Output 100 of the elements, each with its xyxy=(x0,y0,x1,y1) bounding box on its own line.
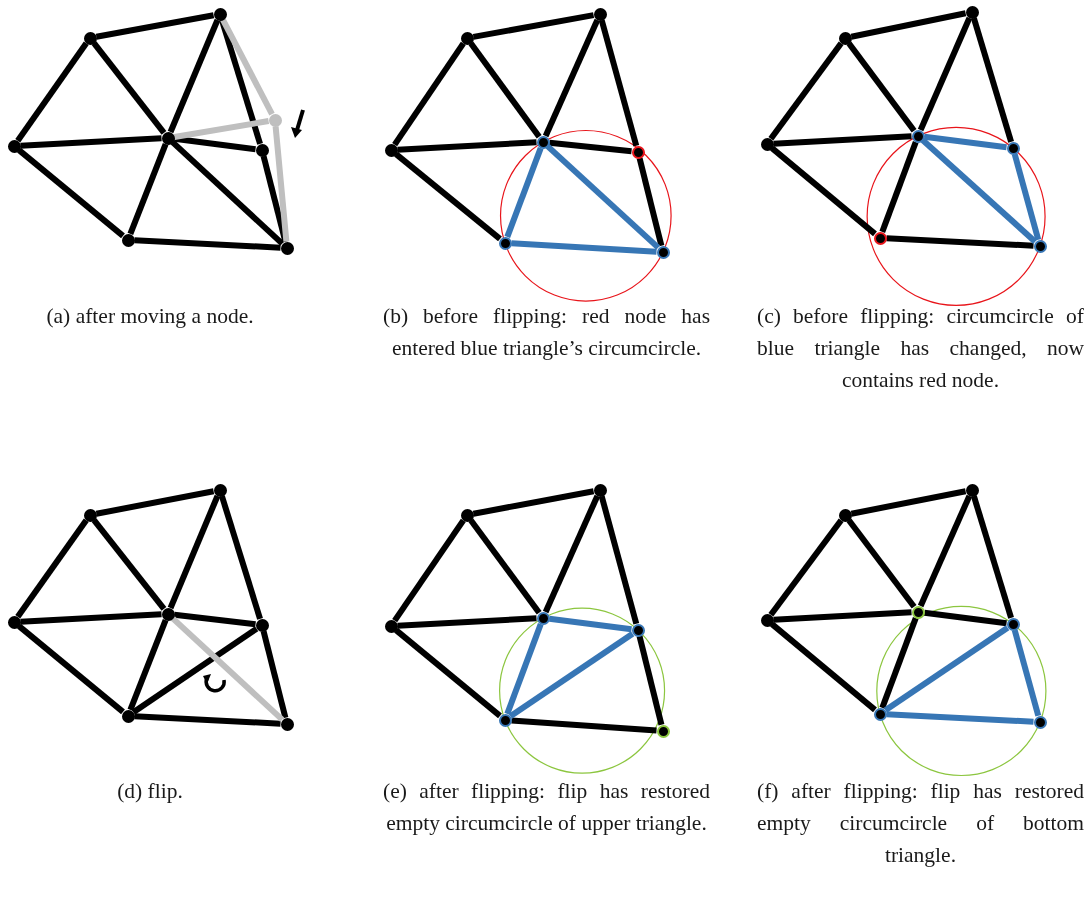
mesh-edge xyxy=(924,609,1007,627)
mesh-edge xyxy=(636,635,665,726)
mesh-edge xyxy=(920,138,1038,244)
mesh-edge xyxy=(549,139,632,155)
mesh-edge xyxy=(392,41,466,147)
mesh-edge xyxy=(174,135,256,153)
mesh-edge xyxy=(636,157,665,247)
mesh-edge xyxy=(17,147,125,239)
mesh-edge xyxy=(549,615,632,633)
mesh-edge xyxy=(924,133,1007,151)
mesh-edge xyxy=(511,717,657,734)
mesh-edge xyxy=(511,240,657,255)
figure-caption: (c) before flipping: circumcircle of blue triangle has changed, now contains red node. xyxy=(757,303,1084,394)
mesh-vertex xyxy=(83,508,97,522)
mesh-edge xyxy=(504,147,544,238)
mesh-edge xyxy=(850,488,967,517)
mesh-edge xyxy=(773,609,912,623)
mesh-edge xyxy=(770,621,877,713)
mesh-edge xyxy=(167,494,221,610)
mesh-vertex xyxy=(965,483,979,497)
mesh-vertex xyxy=(1033,715,1047,729)
mesh-vertex xyxy=(83,31,97,45)
mesh-edge xyxy=(91,518,167,611)
mesh-edge xyxy=(768,41,844,141)
mesh-edge xyxy=(886,235,1034,249)
mesh-edge xyxy=(397,139,537,153)
mesh-vertex xyxy=(213,483,227,497)
mesh-edge xyxy=(167,18,221,134)
mesh-edge xyxy=(879,141,919,233)
mesh-edge xyxy=(472,488,595,517)
mesh-edge xyxy=(20,611,162,625)
figure-caption: (a) after moving a node. xyxy=(45,303,255,330)
mesh-vertex xyxy=(593,7,607,21)
mesh-edge xyxy=(1011,629,1042,717)
mesh-edge xyxy=(392,518,466,623)
mesh-edge xyxy=(545,144,661,250)
mesh-edge xyxy=(170,140,285,246)
mesh-edge xyxy=(770,145,877,237)
mesh-edge xyxy=(773,133,912,147)
mesh-vertex xyxy=(460,31,474,45)
mesh-edge xyxy=(397,615,537,629)
mesh-edge xyxy=(20,135,162,149)
mesh-edge xyxy=(971,17,1014,143)
mesh-edge xyxy=(170,616,285,722)
mesh-vertex xyxy=(838,508,852,522)
mesh-edge xyxy=(971,495,1014,619)
mesh-vertex xyxy=(384,143,398,157)
mesh-edge xyxy=(917,16,973,132)
mesh-vertex xyxy=(7,139,21,153)
mesh-vertex xyxy=(838,31,852,45)
figure-caption: (e) after flipping: flip has restored empty circumcircle of upper triangle. xyxy=(383,778,710,837)
mesh-vertex xyxy=(213,7,227,21)
mesh-edge xyxy=(17,623,125,715)
mesh-edge xyxy=(260,630,289,719)
mesh-edge xyxy=(846,518,917,609)
mesh-edge xyxy=(472,12,595,40)
mesh-edge xyxy=(504,623,544,715)
mesh-edge xyxy=(598,19,640,147)
mesh-vertex xyxy=(631,145,645,159)
mesh-edge xyxy=(917,494,973,608)
mesh-edge xyxy=(468,41,542,139)
mesh-edge xyxy=(15,41,89,143)
mesh-edge xyxy=(219,495,263,620)
figure-caption: (d) flip. xyxy=(116,778,184,805)
mesh-edge xyxy=(134,713,281,727)
mesh-edge xyxy=(219,19,263,145)
mesh-edge xyxy=(542,18,601,138)
mesh-edge xyxy=(883,625,1010,713)
mesh-edge xyxy=(272,126,290,242)
figure-caption: (f) after flipping: flip has restored empty circumcircle of bottom triangle. xyxy=(757,778,1084,869)
mesh-edge xyxy=(220,18,275,116)
mesh-vertex xyxy=(384,619,398,633)
mesh-edge xyxy=(131,626,259,715)
mesh-edge xyxy=(1011,153,1042,241)
mesh-edge xyxy=(173,118,270,140)
mesh-vertex xyxy=(593,483,607,497)
mesh-edge xyxy=(127,618,169,712)
mesh-vertex xyxy=(760,137,774,151)
mesh-vertex xyxy=(965,5,979,19)
mesh-vertex xyxy=(7,615,21,629)
mesh-edge xyxy=(174,611,256,628)
mesh-edge xyxy=(879,617,919,709)
mesh-edge xyxy=(394,627,502,719)
mesh-vertex xyxy=(760,613,774,627)
figure-caption: (b) before flipping: red node has entered blue triangle’s circumcircle. xyxy=(383,303,710,362)
mesh-edge xyxy=(91,41,167,135)
mesh-edge xyxy=(850,10,967,40)
mesh-edge xyxy=(15,518,89,619)
mesh-edge xyxy=(768,518,844,617)
mesh-edge xyxy=(468,518,542,615)
mesh-edge xyxy=(134,237,281,251)
mesh-edge xyxy=(394,151,502,242)
mesh-vertex xyxy=(255,143,269,157)
mesh-edge xyxy=(127,142,169,236)
mesh-edge xyxy=(508,631,635,719)
mesh-edge xyxy=(846,41,917,133)
mesh-edge xyxy=(95,12,215,40)
mesh-edge xyxy=(542,494,601,614)
mesh-edge xyxy=(95,488,215,517)
mesh-edge xyxy=(886,711,1034,725)
